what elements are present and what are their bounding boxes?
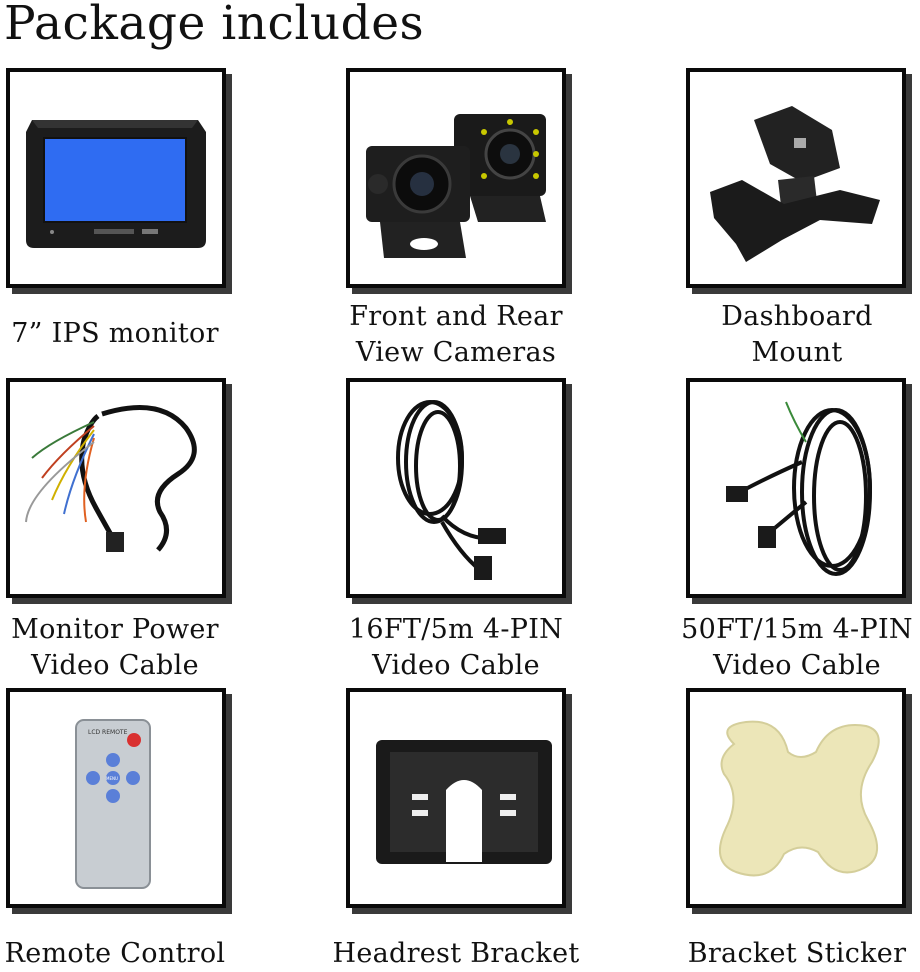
bracket-icon: [376, 740, 552, 864]
power-cable-icon: [25, 405, 197, 552]
mount-icon: [710, 106, 880, 262]
headrest-bracket-image: [346, 688, 566, 908]
remote-image: LCD REMOTE MENU: [6, 688, 226, 908]
mount-image: [686, 68, 906, 288]
remote-menu-label: MENU: [106, 776, 118, 781]
remote-icon: LCD REMOTE MENU: [75, 719, 151, 889]
caption-bracket-sticker: Bracket Sticker: [687, 938, 907, 969]
cable-icon: [396, 400, 506, 580]
sticker-icon: [718, 720, 880, 877]
caption-remote: Remote Control: [4, 938, 226, 969]
cable-icon: [726, 401, 872, 576]
monitor-icon: [26, 120, 206, 248]
page-title: Package includes: [4, 0, 425, 51]
monitor-image: [6, 68, 226, 288]
power-cable-image: [6, 378, 226, 598]
bracket-sticker-image: [686, 688, 906, 908]
cameras-image: [346, 68, 566, 288]
camera-icon: [366, 114, 546, 258]
cable-50ft-image: [686, 378, 906, 598]
caption-monitor: 7” IPS monitor: [11, 318, 219, 349]
cable-16ft-image: [346, 378, 566, 598]
remote-brand-label: LCD REMOTE: [88, 729, 128, 736]
caption-headrest-bracket: Headrest Bracket: [332, 938, 580, 969]
